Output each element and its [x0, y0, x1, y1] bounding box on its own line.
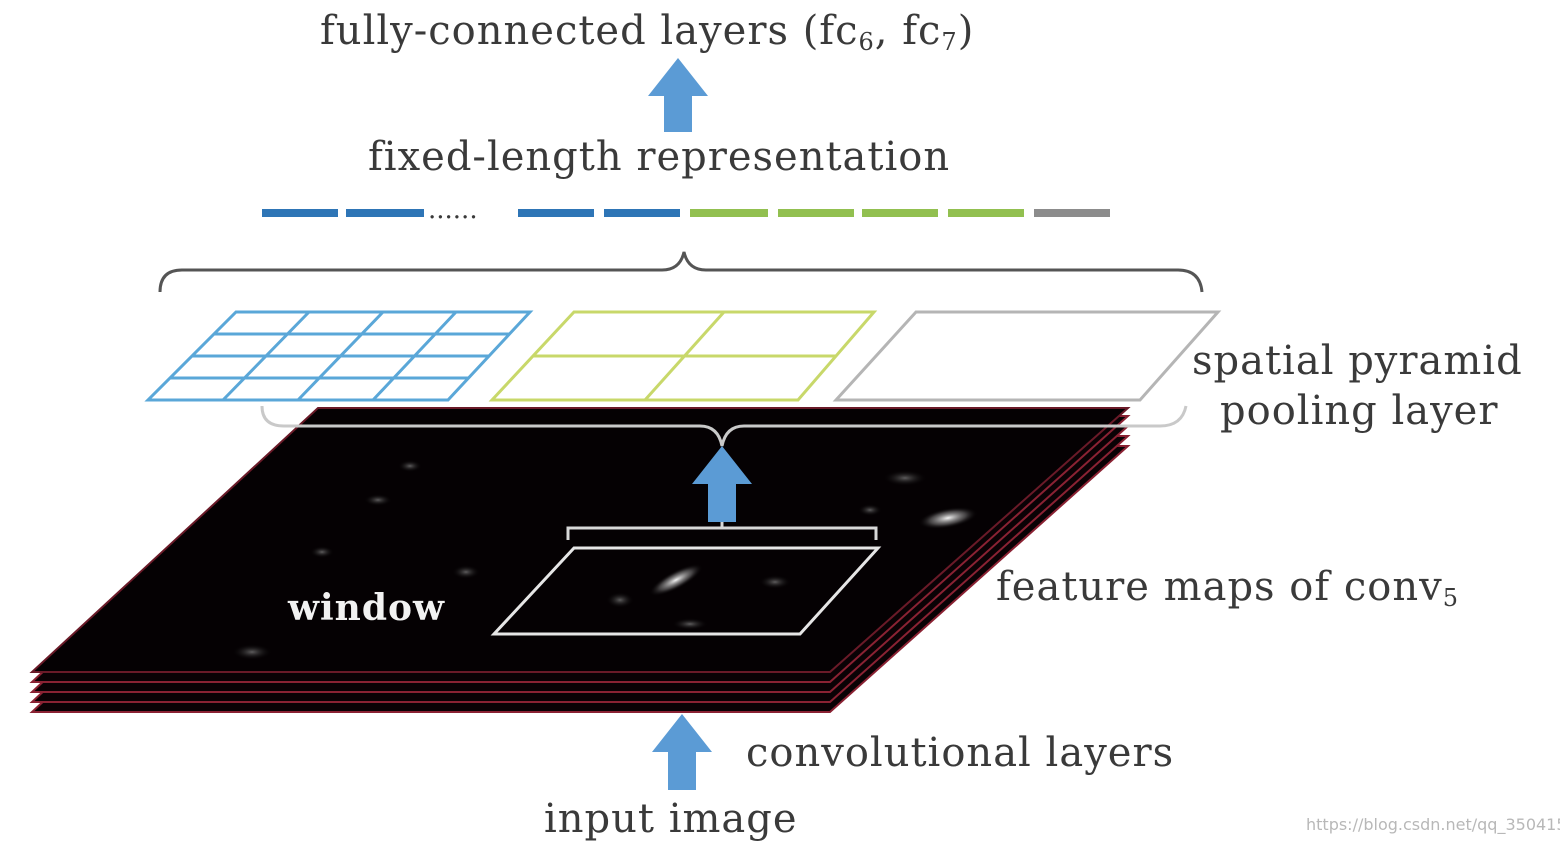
vector-bin-blue	[604, 209, 680, 217]
vector-bin-gray	[1034, 209, 1110, 217]
activation-blob	[649, 563, 703, 597]
activation-blob	[918, 506, 978, 530]
feature-map-top	[29, 407, 1131, 673]
watermark: https://blog.csdn.net/qq_35041510	[1306, 815, 1560, 835]
window-box	[490, 546, 882, 636]
arrow-up-to-pyramid-icon	[692, 446, 752, 522]
pyramid-grid-1x1	[832, 310, 1222, 402]
pyramid-brace	[158, 251, 1204, 293]
vector-bin-green	[690, 209, 768, 217]
activation-blob	[759, 575, 791, 589]
activation-blob	[672, 618, 708, 630]
fully-connected-layers-label: fully-connected layers (fc6, fc7)	[320, 8, 974, 56]
vector-ellipsis: ......	[428, 195, 478, 225]
vector-bin-green	[778, 209, 854, 217]
vector-bin-green	[862, 209, 938, 217]
pyramid-grid-4x4	[144, 310, 534, 402]
activation-blob	[452, 565, 480, 579]
pyramid-grid-2x2	[488, 310, 878, 402]
window-label: window	[287, 587, 445, 629]
vector-bin-green	[948, 209, 1024, 217]
activation-blob	[858, 504, 882, 516]
activation-blob	[232, 644, 272, 660]
activation-blob	[398, 460, 422, 472]
convolutional-layers-label: convolutional layers	[746, 730, 1174, 776]
activation-blob	[606, 592, 634, 608]
vector-bin-blue	[518, 209, 594, 217]
feature-maps-label: feature maps of conv5	[996, 564, 1459, 612]
input-image-label: input image	[544, 796, 798, 842]
fixed-length-vector: ......	[262, 195, 1110, 225]
fixed-length-representation-label: fixed-length representation	[368, 134, 950, 180]
spatial-pyramid-label: spatial pyramid	[1192, 338, 1523, 384]
activation-blob	[364, 494, 392, 506]
activation-blob	[310, 546, 334, 558]
vector-bin-blue	[346, 209, 424, 217]
vector-bin-blue	[262, 209, 338, 217]
feature-map-stack	[29, 407, 1131, 713]
arrow-up-from-input-icon	[652, 714, 712, 790]
arrow-up-to-fc-icon	[648, 58, 708, 132]
activation-blob	[883, 470, 927, 486]
pooling-layer-label: pooling layer	[1220, 388, 1498, 434]
